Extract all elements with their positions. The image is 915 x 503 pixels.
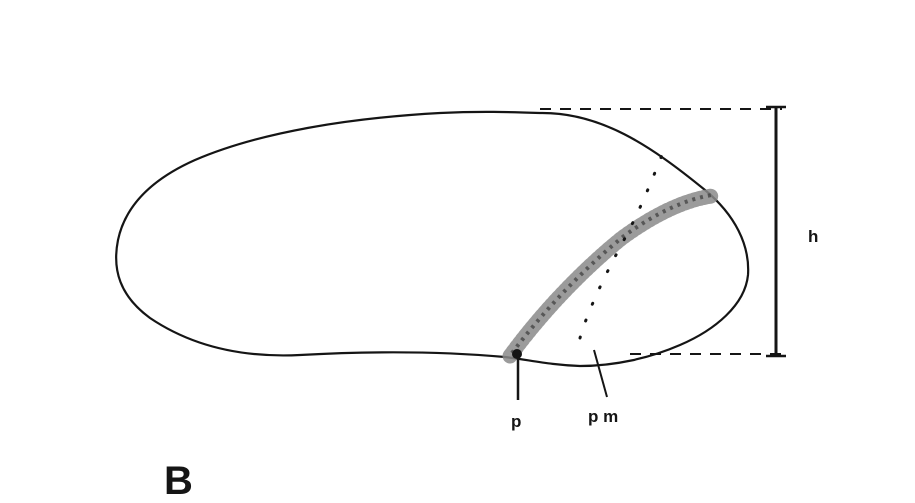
label-h: h <box>808 227 818 246</box>
stippled-band-core <box>510 193 713 355</box>
shell-outline <box>115 110 750 368</box>
panel-label: B <box>164 459 193 503</box>
stippled-band <box>502 188 720 364</box>
dotted-pallial-line <box>578 153 664 340</box>
label-p: p <box>511 412 521 431</box>
label-pm: p m <box>588 407 618 426</box>
pm-leader-line <box>593 349 608 398</box>
